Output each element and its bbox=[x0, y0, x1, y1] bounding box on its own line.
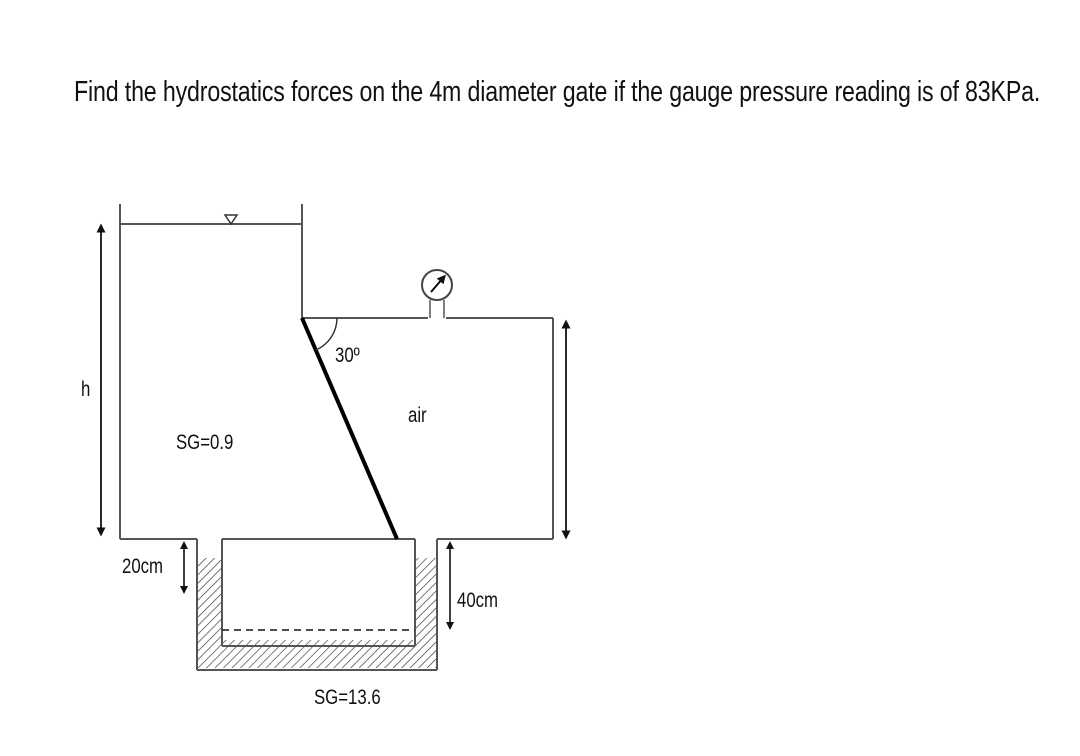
pressure-gauge-icon bbox=[421, 269, 453, 318]
label-fluid-sg: SG=0.9 bbox=[176, 431, 233, 454]
label-20cm: 20cm bbox=[122, 555, 163, 578]
manometer-mercury bbox=[197, 558, 437, 668]
label-40cm: 40cm bbox=[457, 589, 498, 612]
label-angle: 30º bbox=[335, 344, 360, 367]
label-mercury-sg: SG=13.6 bbox=[314, 686, 381, 709]
inclined-gate bbox=[300, 317, 399, 540]
angle-arc bbox=[315, 317, 338, 351]
tank-outline bbox=[119, 204, 554, 671]
label-h: h bbox=[81, 378, 90, 401]
label-air: air bbox=[408, 404, 427, 427]
inverted-triangle-icon bbox=[223, 214, 239, 226]
